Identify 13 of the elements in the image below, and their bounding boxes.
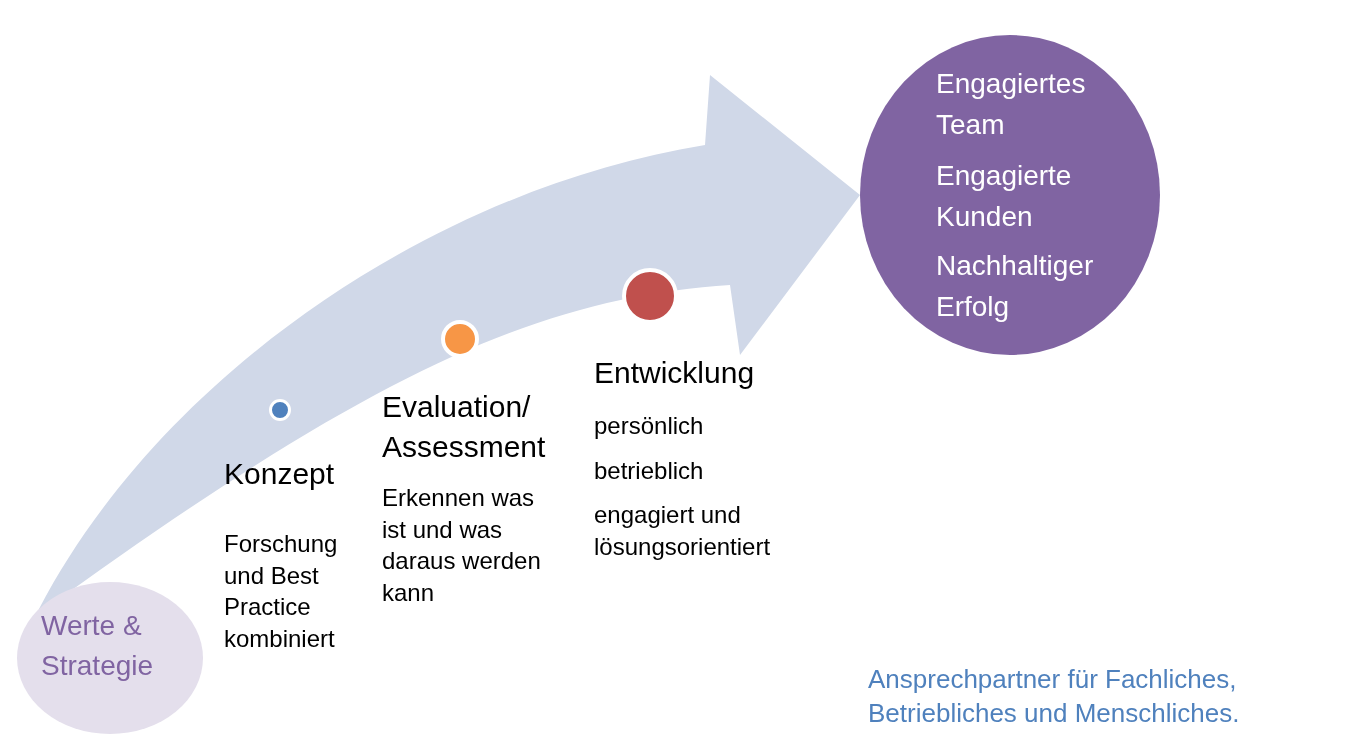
step-description: engagiert und lösungsorientiert — [594, 500, 772, 562]
step-description: Forschung und Best Practice kombiniert — [224, 529, 339, 654]
step-heading: Entwicklung — [594, 355, 756, 391]
goal-text: Nachhaltiger Erfolg — [936, 249, 1095, 324]
note-text: Ansprechpartner für Fachliches, Betriebliches und Menschliches. — [868, 663, 1241, 730]
step-heading: Konzept — [224, 456, 336, 492]
step-heading: Evaluation/ Assessment — [382, 389, 547, 465]
step-description: Erkennen was ist und was daraus werden kann — [382, 483, 542, 608]
goal-text: Engagierte Kunden — [936, 159, 1073, 234]
step-description: betrieblich — [594, 456, 705, 486]
goal-text: Engagiertes Team — [936, 67, 1087, 142]
start-label: Werte & Strategie — [41, 609, 155, 683]
step-description: persönlich — [594, 411, 705, 441]
